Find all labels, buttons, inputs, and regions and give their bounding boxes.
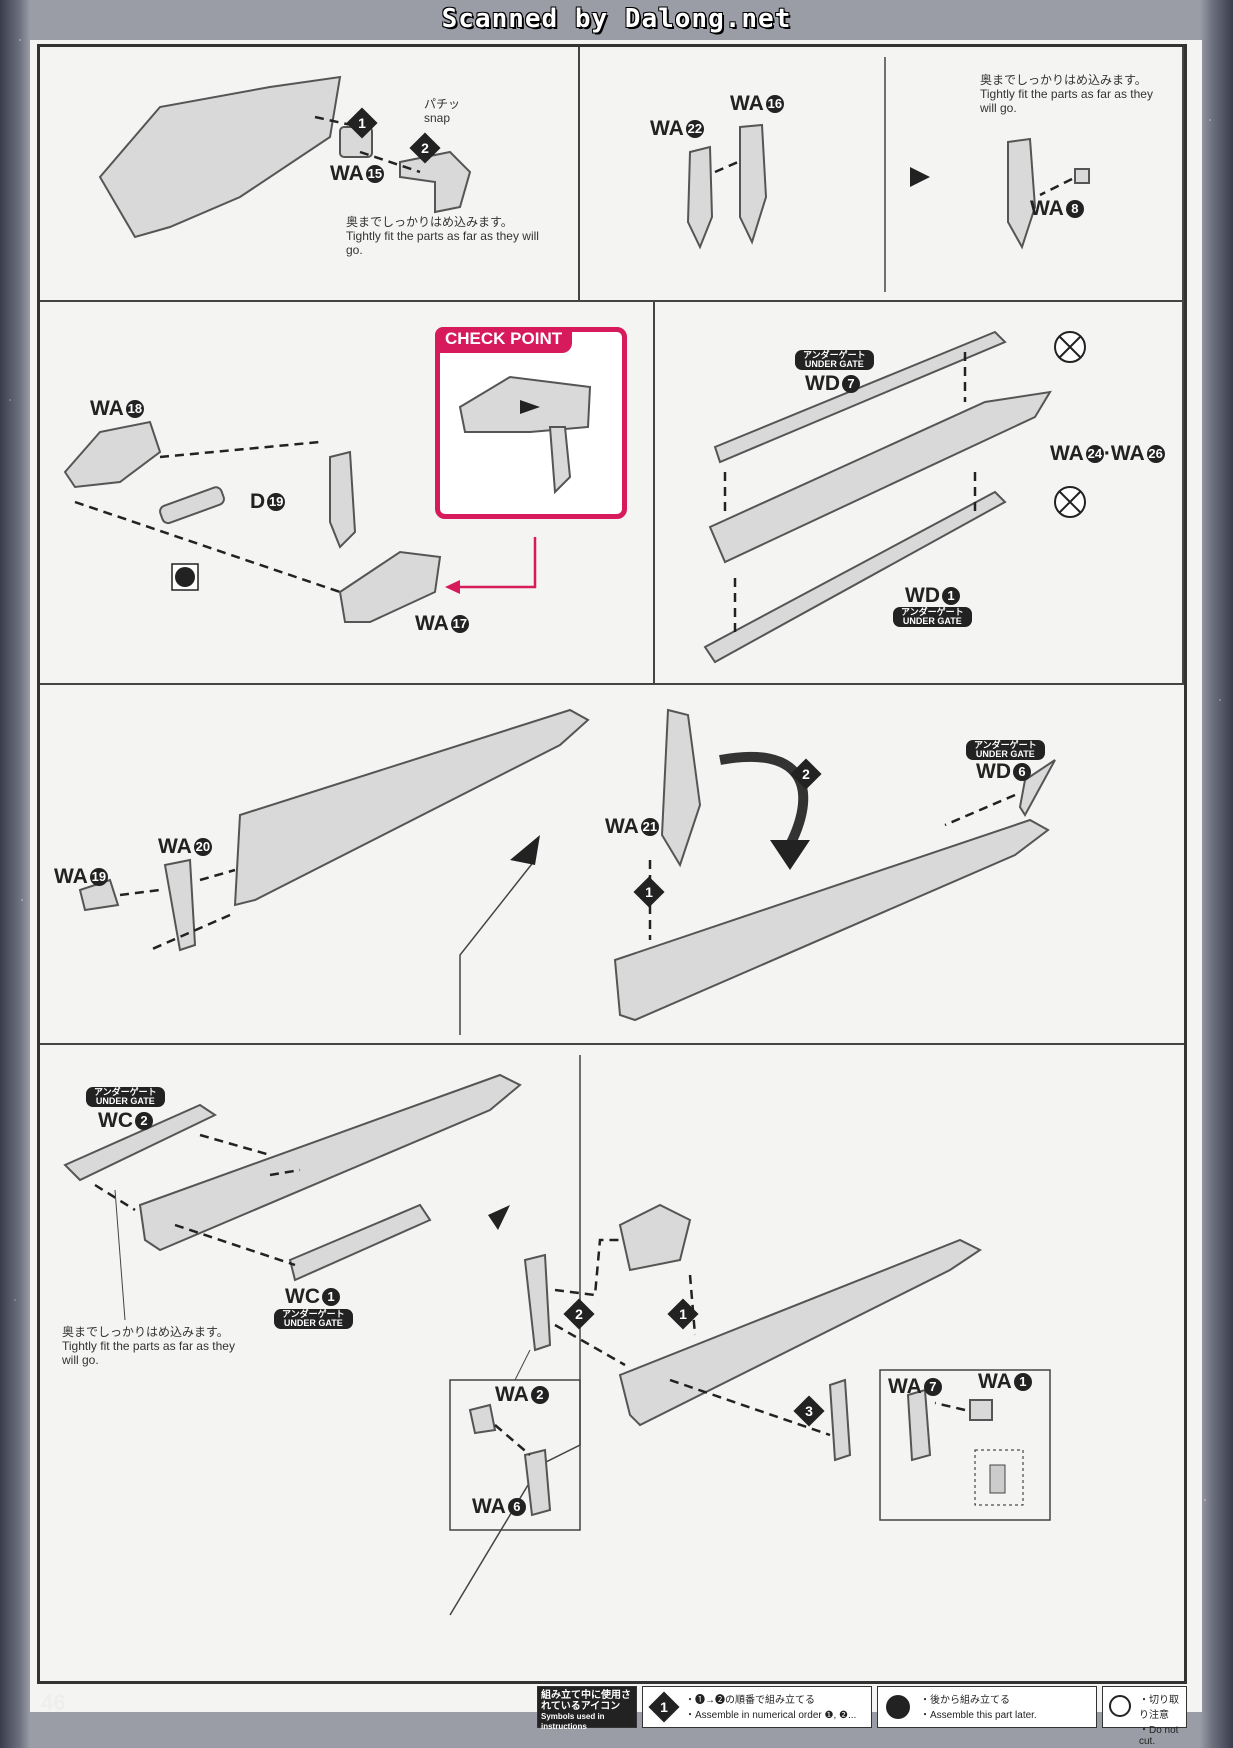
pin-piece <box>159 486 225 525</box>
blade-lower-left <box>138 1073 522 1252</box>
arm-piece-a <box>686 145 714 250</box>
panel-7-8-art <box>63 1055 1051 1616</box>
panel-4-art <box>703 330 1086 664</box>
step-2-marker: 2 <box>409 132 441 164</box>
instruction-sheet <box>30 40 1202 1712</box>
small-peg <box>1074 168 1090 184</box>
check-point-art <box>458 375 592 495</box>
blade-left <box>233 708 590 907</box>
guard-piece <box>338 550 442 623</box>
legend-title: 組み立て中に使用されているアイコン Symbols used in instru… <box>537 1686 637 1731</box>
blade-right <box>613 818 1050 1022</box>
upper-strip <box>713 330 1007 464</box>
arm-piece-b <box>739 123 768 245</box>
bracket-piece <box>63 420 162 489</box>
panel-3-art <box>63 420 537 623</box>
legend-order-icon: 1 ・❶→❷の順番で組み立てる・Assemble in numerical or… <box>642 1686 872 1728</box>
clip-piece <box>399 150 472 214</box>
plate-wc2 <box>63 1103 218 1182</box>
blade-body <box>708 390 1052 564</box>
check-point-box: CHECK POINT <box>435 327 627 519</box>
footer: 46 組み立て中に使用されているアイコン Symbols used in ins… <box>37 1684 1187 1747</box>
blade-lower-right <box>618 1238 982 1427</box>
step-3-marker-p8: 3 <box>793 1395 825 1427</box>
bracket-top <box>618 1203 692 1272</box>
step-1-marker-p6: 1 <box>633 876 665 908</box>
lower-strip <box>703 490 1007 664</box>
panel-5-6-art <box>78 708 1056 1035</box>
shield-piece <box>98 75 342 239</box>
tip-wd6 <box>1018 759 1056 817</box>
panel-1-art <box>98 75 472 239</box>
tight-fit-note: 奥までしっかりはめ込みます。Tightly fit the parts as f… <box>346 215 539 257</box>
arm-assembled <box>1007 137 1037 250</box>
tight-fit-note-3: 奥までしっかりはめ込みます。Tightly fit the parts as f… <box>62 1325 235 1367</box>
scanner-credit: Scanned by Dalong.net <box>441 4 792 34</box>
check-point-title: CHECK POINT <box>435 327 573 353</box>
step-1-marker-p8: 1 <box>667 1298 699 1330</box>
page-number: 46 <box>41 1690 66 1715</box>
do-not-cut-icon <box>1109 1695 1131 1717</box>
assemble-later-icon <box>886 1695 910 1719</box>
panel-2-art <box>686 57 1090 292</box>
clip-wa7 <box>828 1378 852 1462</box>
plate-wc1 <box>288 1203 432 1282</box>
pin-wa2 <box>523 1253 552 1352</box>
tight-fit-note-2: 奥までしっかりはめ込みます。Tightly fit the parts as f… <box>980 73 1153 115</box>
step-2-marker-p8: 2 <box>563 1298 595 1330</box>
step-1-marker: 1 <box>346 107 378 139</box>
legend-later-icon: ・後から組み立てる・Assemble this part later. <box>877 1686 1097 1728</box>
plate-wa21 <box>660 708 702 868</box>
legend-nocut-icon: ・切り取り注意・Do not cut. <box>1102 1686 1187 1747</box>
connector-piece <box>329 450 357 549</box>
step-2-marker-p6: 2 <box>790 758 822 790</box>
order-icon: 1 <box>648 1691 680 1723</box>
clip-wa20 <box>163 858 197 952</box>
